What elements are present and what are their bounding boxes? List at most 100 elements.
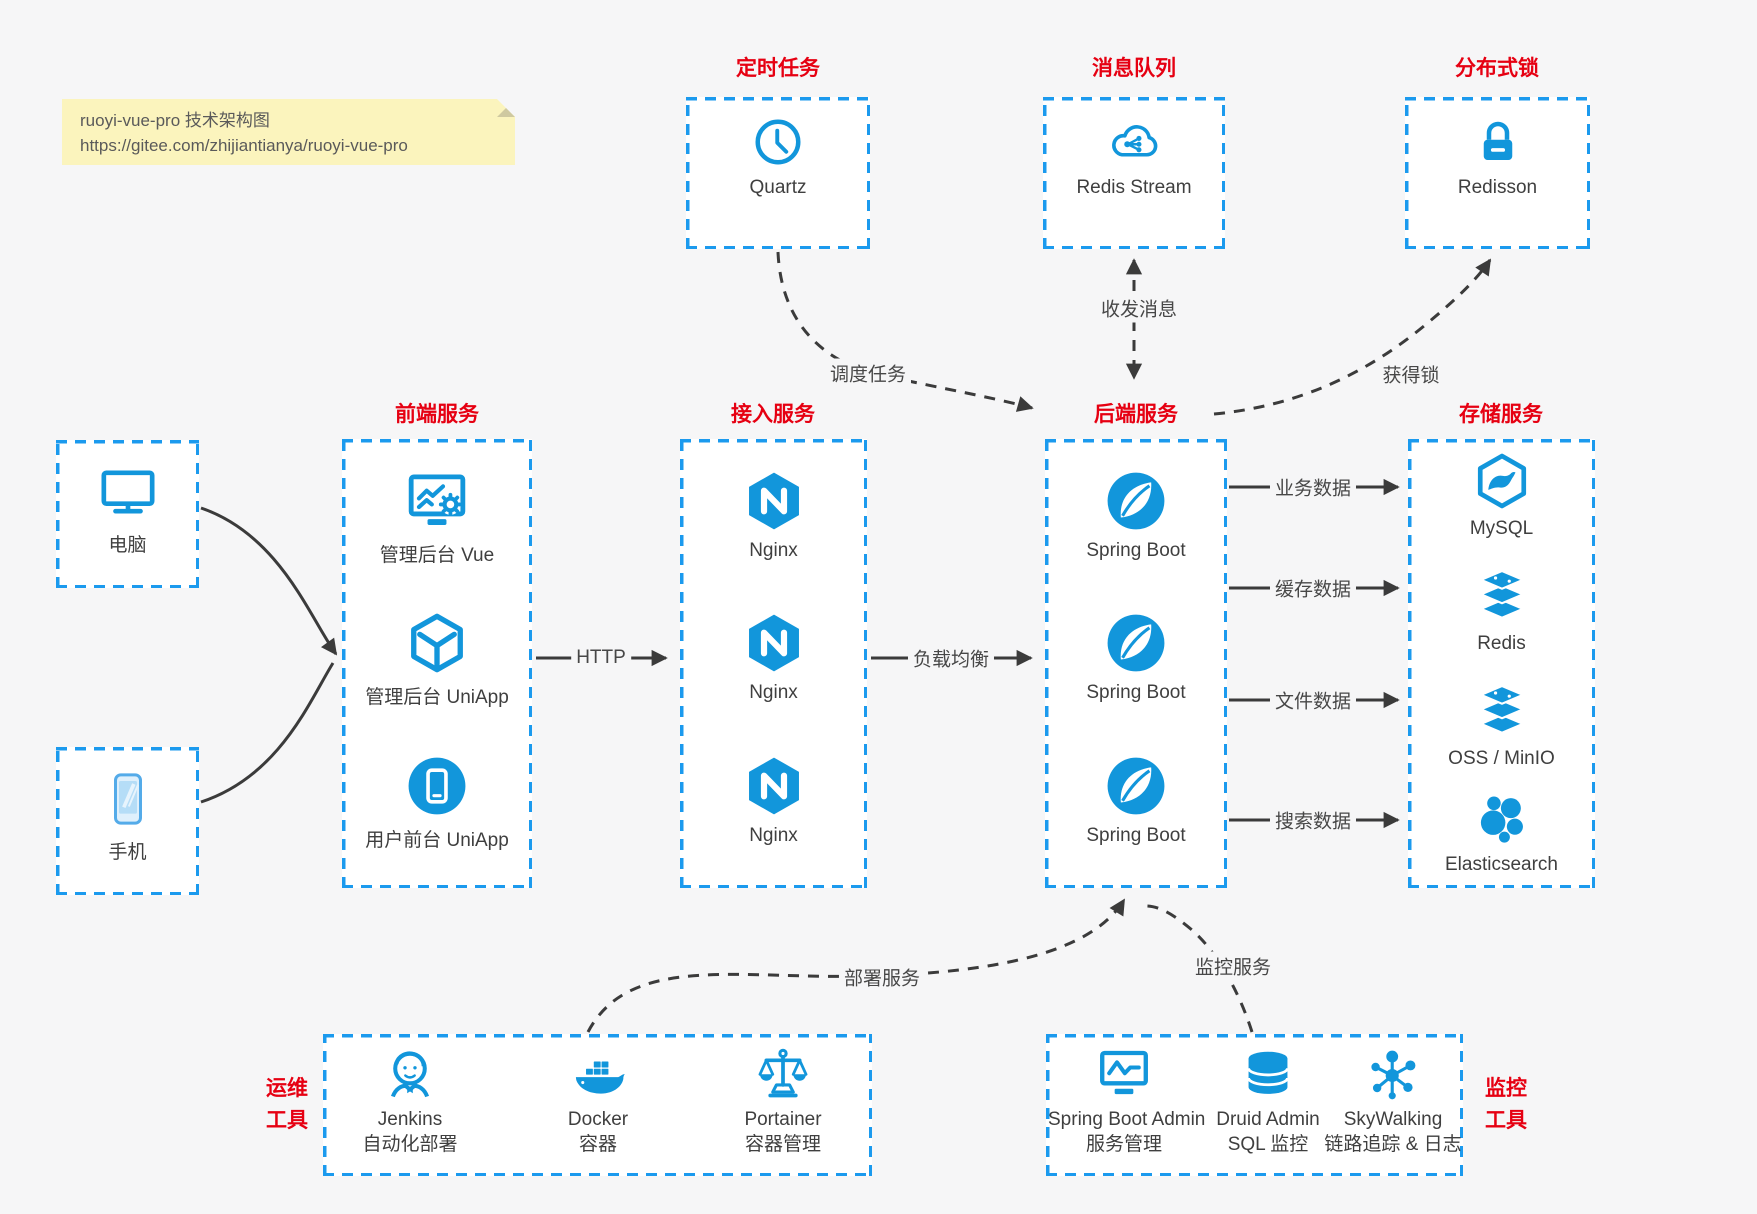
elasticsearch-node: Elasticsearch <box>1408 788 1595 876</box>
node-label: OSS / MinIO <box>1448 748 1555 769</box>
elasticsearch-icon <box>1473 788 1531 846</box>
section-title-backend: 后端服务 <box>1094 403 1178 426</box>
mysql-node: MySQL <box>1408 452 1595 540</box>
edge-label-acquire-lock: 获得锁 <box>1377 359 1445 389</box>
edge-label-business-data: 业务数据 <box>1269 472 1357 502</box>
node-label: Jenkins <box>377 1109 443 1130</box>
node-label: MySQL <box>1469 518 1534 539</box>
spring-boot-node: Spring Boot <box>1045 755 1227 847</box>
node-label: Elasticsearch <box>1445 854 1558 875</box>
nginx-node: Nginx <box>680 755 867 847</box>
node-sublabel: SQL 监控 <box>1227 1134 1309 1155</box>
desktop-icon <box>98 462 158 522</box>
spring-boot-admin-node: Spring Boot Admin 服务管理 <box>1048 1046 1206 1157</box>
node-label: Redis Stream <box>1076 177 1192 198</box>
skywalking-node: SkyWalking 链路追踪 & 日志 <box>1323 1046 1463 1157</box>
node-label: Nginx <box>749 540 798 561</box>
spring-boot-icon <box>1105 612 1167 674</box>
node-label: Spring Boot <box>1086 682 1186 703</box>
redis-stream-box: Redis Stream <box>1043 97 1225 249</box>
docker-icon <box>570 1046 626 1102</box>
ops-tools-box: Jenkins 自动化部署 Docker 容器 Portainer 容器管理 <box>323 1034 872 1176</box>
redis-node: Redis <box>1408 567 1595 655</box>
edge-label-deploy-service: 部署服务 <box>838 962 926 992</box>
section-title-storage: 存储服务 <box>1459 403 1543 426</box>
edge-label-http: HTTP <box>571 646 631 670</box>
node-label: 电脑 <box>108 535 147 556</box>
node-label: Spring Boot <box>1086 540 1186 561</box>
mysql-icon <box>1473 452 1531 510</box>
access-box: Nginx Nginx Nginx <box>680 439 867 888</box>
phone-client-box: 手机 <box>56 747 199 895</box>
note-title: ruoyi-vue-pro 技术架构图 <box>80 111 270 130</box>
skywalking-icon <box>1365 1046 1421 1102</box>
section-title-message-queue: 消息队列 <box>1092 57 1176 80</box>
node-label: Docker <box>567 1109 629 1130</box>
nginx-icon <box>743 470 805 532</box>
portainer-node: Portainer 容器管理 <box>698 1046 868 1157</box>
lock-icon <box>1471 115 1525 169</box>
pc-client-node: 电脑 <box>56 462 199 557</box>
mobile-app-icon <box>406 755 468 817</box>
jenkins-node: Jenkins 自动化部署 <box>325 1046 495 1157</box>
node-label: 用户前台 UniApp <box>365 830 509 851</box>
node-label: Redisson <box>1457 177 1538 198</box>
quartz-box: Quartz <box>686 97 870 249</box>
node-label: Spring Boot Admin <box>1048 1109 1206 1130</box>
node-label: 手机 <box>108 842 147 863</box>
admin-vue-icon <box>406 470 468 532</box>
node-label: Portainer <box>744 1109 822 1130</box>
nginx-node: Nginx <box>680 612 867 704</box>
jenkins-icon <box>382 1046 438 1102</box>
nginx-icon <box>743 755 805 817</box>
cloud-share-icon <box>1107 115 1161 169</box>
node-label: Druid Admin <box>1216 1109 1320 1130</box>
node-label: 管理后台 UniApp <box>365 687 509 708</box>
druid-admin-node: Druid Admin SQL 监控 <box>1198 1046 1338 1157</box>
edge-label-send-receive-message: 收发消息 <box>1095 293 1183 323</box>
backend-box: Spring Boot Spring Boot Spring Boot <box>1045 439 1227 888</box>
spring-boot-admin-icon <box>1096 1046 1152 1102</box>
section-title-frontend: 前端服务 <box>395 403 479 426</box>
edge-label-file-data: 文件数据 <box>1269 685 1357 715</box>
section-title-distributed-lock: 分布式锁 <box>1455 57 1539 80</box>
redis-stack-icon <box>1473 682 1531 740</box>
pc-client-box: 电脑 <box>56 440 199 588</box>
redisson-node: Redisson <box>1405 115 1590 199</box>
sticky-note: ruoyi-vue-pro 技术架构图 https://gitee.com/zh… <box>62 99 515 165</box>
spring-boot-node: Spring Boot <box>1045 612 1227 704</box>
smartphone-icon <box>98 769 158 829</box>
storage-box: MySQL Redis OSS / MinIO Elasticsearch <box>1408 439 1595 888</box>
node-label: Nginx <box>749 825 798 846</box>
node-label: Nginx <box>749 682 798 703</box>
phone-client-node: 手机 <box>56 769 199 864</box>
clock-icon <box>751 115 805 169</box>
node-label: Redis <box>1477 633 1526 654</box>
docker-node: Docker 容器 <box>513 1046 683 1157</box>
note-url: https://gitee.com/zhijiantianya/ruoyi-vu… <box>80 136 408 155</box>
nginx-icon <box>743 612 805 674</box>
edge-label-schedule-task: 调度任务 <box>824 358 912 388</box>
node-sublabel: 自动化部署 <box>362 1134 458 1155</box>
monitor-tools-title: 监控 工具 <box>1485 1077 1527 1132</box>
redis-stack-icon <box>1473 567 1531 625</box>
portainer-icon <box>755 1046 811 1102</box>
spring-boot-icon <box>1105 755 1167 817</box>
node-sublabel: 容器 <box>578 1134 617 1155</box>
node-label: Quartz <box>749 177 807 198</box>
section-title-access: 接入服务 <box>731 403 815 426</box>
druid-icon <box>1240 1046 1296 1102</box>
frontend-box: 管理后台 Vue 管理后台 UniApp 用户前台 UniApp <box>342 439 532 888</box>
edge-label-monitor-service: 监控服务 <box>1189 951 1277 981</box>
redisson-box: Redisson <box>1405 97 1590 249</box>
edge-label-load-balance: 负载均衡 <box>907 643 995 673</box>
edge-label-cache-data: 缓存数据 <box>1269 573 1357 603</box>
uniapp-cube-icon <box>406 612 468 674</box>
spring-boot-icon <box>1105 470 1167 532</box>
admin-uniapp-node: 管理后台 UniApp <box>342 612 532 709</box>
admin-vue-node: 管理后台 Vue <box>342 470 532 567</box>
node-label: SkyWalking <box>1343 1109 1443 1130</box>
user-uniapp-node: 用户前台 UniApp <box>342 755 532 852</box>
section-title-scheduled-task: 定时任务 <box>736 57 820 80</box>
edge-label-search-data: 搜索数据 <box>1269 805 1357 835</box>
